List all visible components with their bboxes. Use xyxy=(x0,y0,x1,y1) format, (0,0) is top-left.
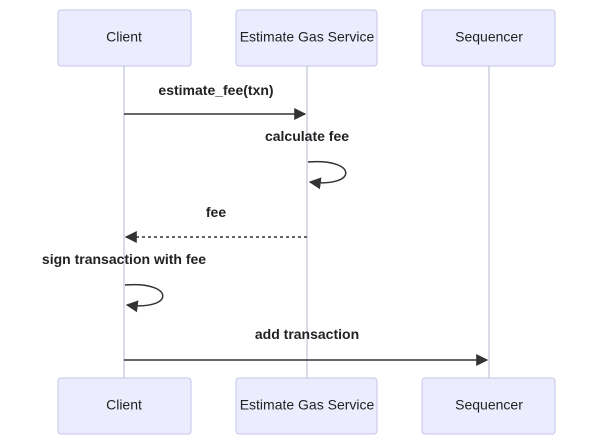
client-actor-top-label: Client xyxy=(106,29,142,45)
sequencer-actor-top-label: Sequencer xyxy=(455,29,523,45)
gas-service-actor-top: Estimate Gas Service xyxy=(235,9,378,67)
sequencer-actor-bottom-label: Sequencer xyxy=(455,397,523,413)
gas-service-actor-bottom-label: Estimate Gas Service xyxy=(240,397,375,413)
client-actor-bottom-label: Client xyxy=(106,397,142,413)
message-estimate-fee-label: estimate_fee(txn) xyxy=(158,82,273,98)
gas-service-actor-top-label: Estimate Gas Service xyxy=(240,29,375,45)
client-actor-bottom: Client xyxy=(57,377,192,435)
message-sign-transaction-label: sign transaction with fee xyxy=(42,251,206,267)
message-calculate-fee-label: calculate fee xyxy=(265,128,349,144)
sequencer-actor-bottom: Sequencer xyxy=(421,377,556,435)
message-add-transaction-label: add transaction xyxy=(255,326,359,342)
gas-service-actor-bottom: Estimate Gas Service xyxy=(235,377,378,435)
client-actor-top: Client xyxy=(57,9,192,67)
message-calculate-fee-loop xyxy=(307,160,347,190)
message-sign-transaction-loop xyxy=(124,283,164,313)
sequencer-actor-top: Sequencer xyxy=(421,9,556,67)
message-fee-label: fee xyxy=(206,204,226,220)
